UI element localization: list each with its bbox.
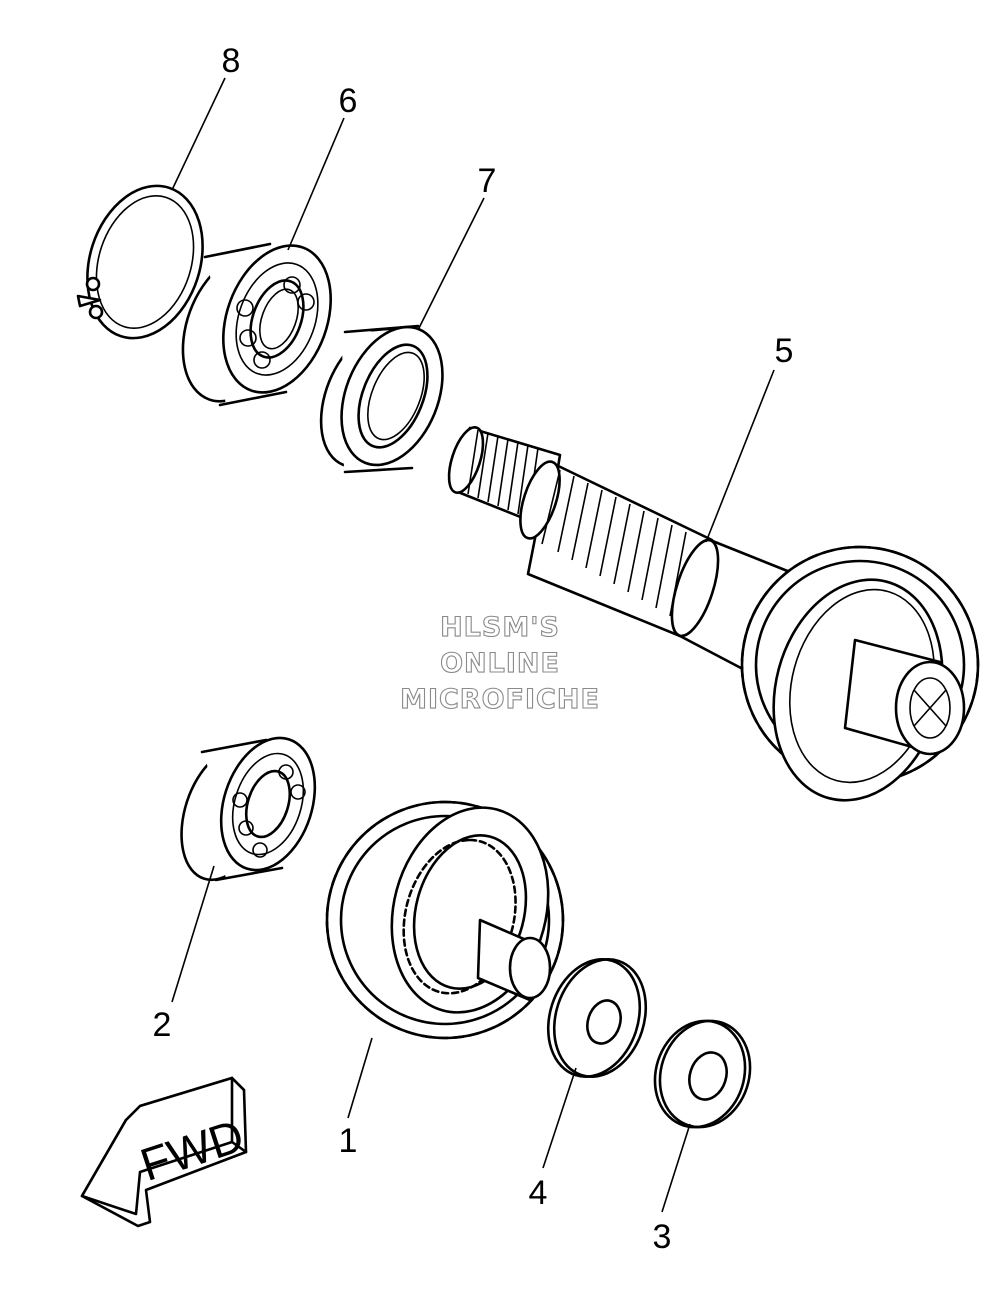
idler-gear-part	[325, 800, 565, 1040]
washer-large-part	[546, 958, 648, 1078]
callout-2: 2	[153, 1006, 172, 1044]
leader-4	[542, 1067, 577, 1169]
callout-1: 1	[339, 1122, 358, 1160]
leader-6	[287, 117, 345, 251]
leader-7	[417, 197, 485, 331]
washer-small-part	[653, 1019, 752, 1129]
watermark-line-1: HLSM'S	[440, 612, 560, 643]
leader-lines	[171, 77, 775, 1213]
callout-3: 3	[653, 1218, 672, 1256]
watermark-line-3: MICROFICHE	[400, 684, 600, 715]
leader-8	[171, 77, 226, 191]
callout-7: 7	[478, 162, 497, 200]
ball-bearing-upper-part	[181, 242, 332, 407]
leader-2	[171, 865, 215, 1003]
callout-6: 6	[339, 82, 358, 120]
bush-part	[319, 324, 448, 474]
gear-shaft-part	[447, 426, 980, 802]
leader-5	[705, 369, 775, 543]
circlip-part	[76, 184, 204, 340]
watermark: HLSM'S ONLINE MICROFICHE	[400, 611, 600, 715]
watermark-line-2: ONLINE	[440, 648, 560, 679]
callout-5: 5	[775, 332, 794, 370]
fwd-arrow: FWD	[80, 1076, 250, 1228]
callout-4: 4	[529, 1174, 548, 1212]
leader-1	[347, 1037, 373, 1119]
ball-bearing-lower-part	[180, 736, 320, 884]
leader-3	[661, 1123, 691, 1213]
callout-8: 8	[222, 42, 241, 80]
